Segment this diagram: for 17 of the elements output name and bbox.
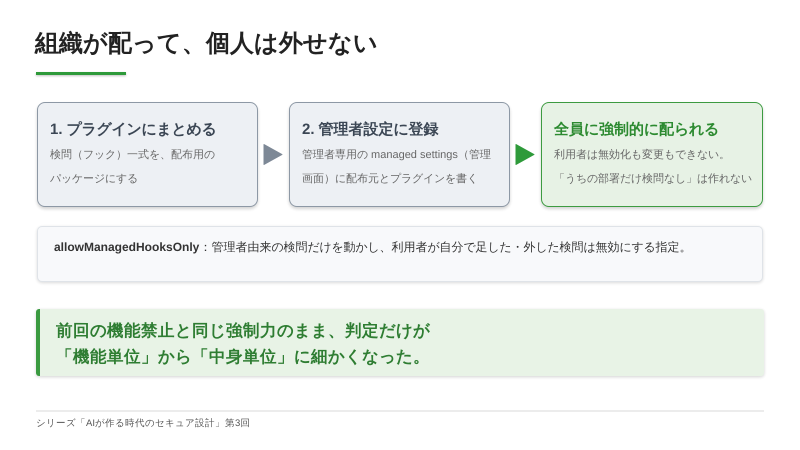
- step-heading: 全員に強制的に配られる: [554, 120, 719, 140]
- conclusion-box: [36, 309, 764, 376]
- step-description: 検問（フック）一式を、配布用のパッケージにする: [50, 148, 216, 187]
- step-description: 管理者専用の managed settings（管理画面）に配布元とプラグインを書く: [302, 148, 492, 187]
- step-heading: 2. 管理者設定に登録: [302, 120, 439, 140]
- arrow: [516, 144, 534, 165]
- result-box: [541, 102, 763, 207]
- step-description: 利用者は無効化も変更もできない。「うちの部署だけ検問なし」は作れない: [554, 148, 753, 187]
- note-box: [37, 226, 763, 282]
- step-box: [289, 102, 510, 207]
- step-heading: 1. プラグインにまとめる: [50, 120, 217, 140]
- arrow: [264, 144, 282, 165]
- step-box: [37, 102, 258, 207]
- conclusion-text: 前回の機能禁止と同じ強制力のまま、判定だけが「機能単位」から「中身単位」に細かくなった。: [56, 320, 431, 368]
- note-text: allowManagedHooksOnly：管理者由来の検問だけを動かし、利用者が自分で足した・外した検問は無効にする指定。: [54, 239, 692, 256]
- slide-title: 組織が配って、個人は外せない: [35, 30, 378, 58]
- footer-text: シリーズ「AIが作る時代のセキュア設計」第3回: [36, 417, 250, 431]
